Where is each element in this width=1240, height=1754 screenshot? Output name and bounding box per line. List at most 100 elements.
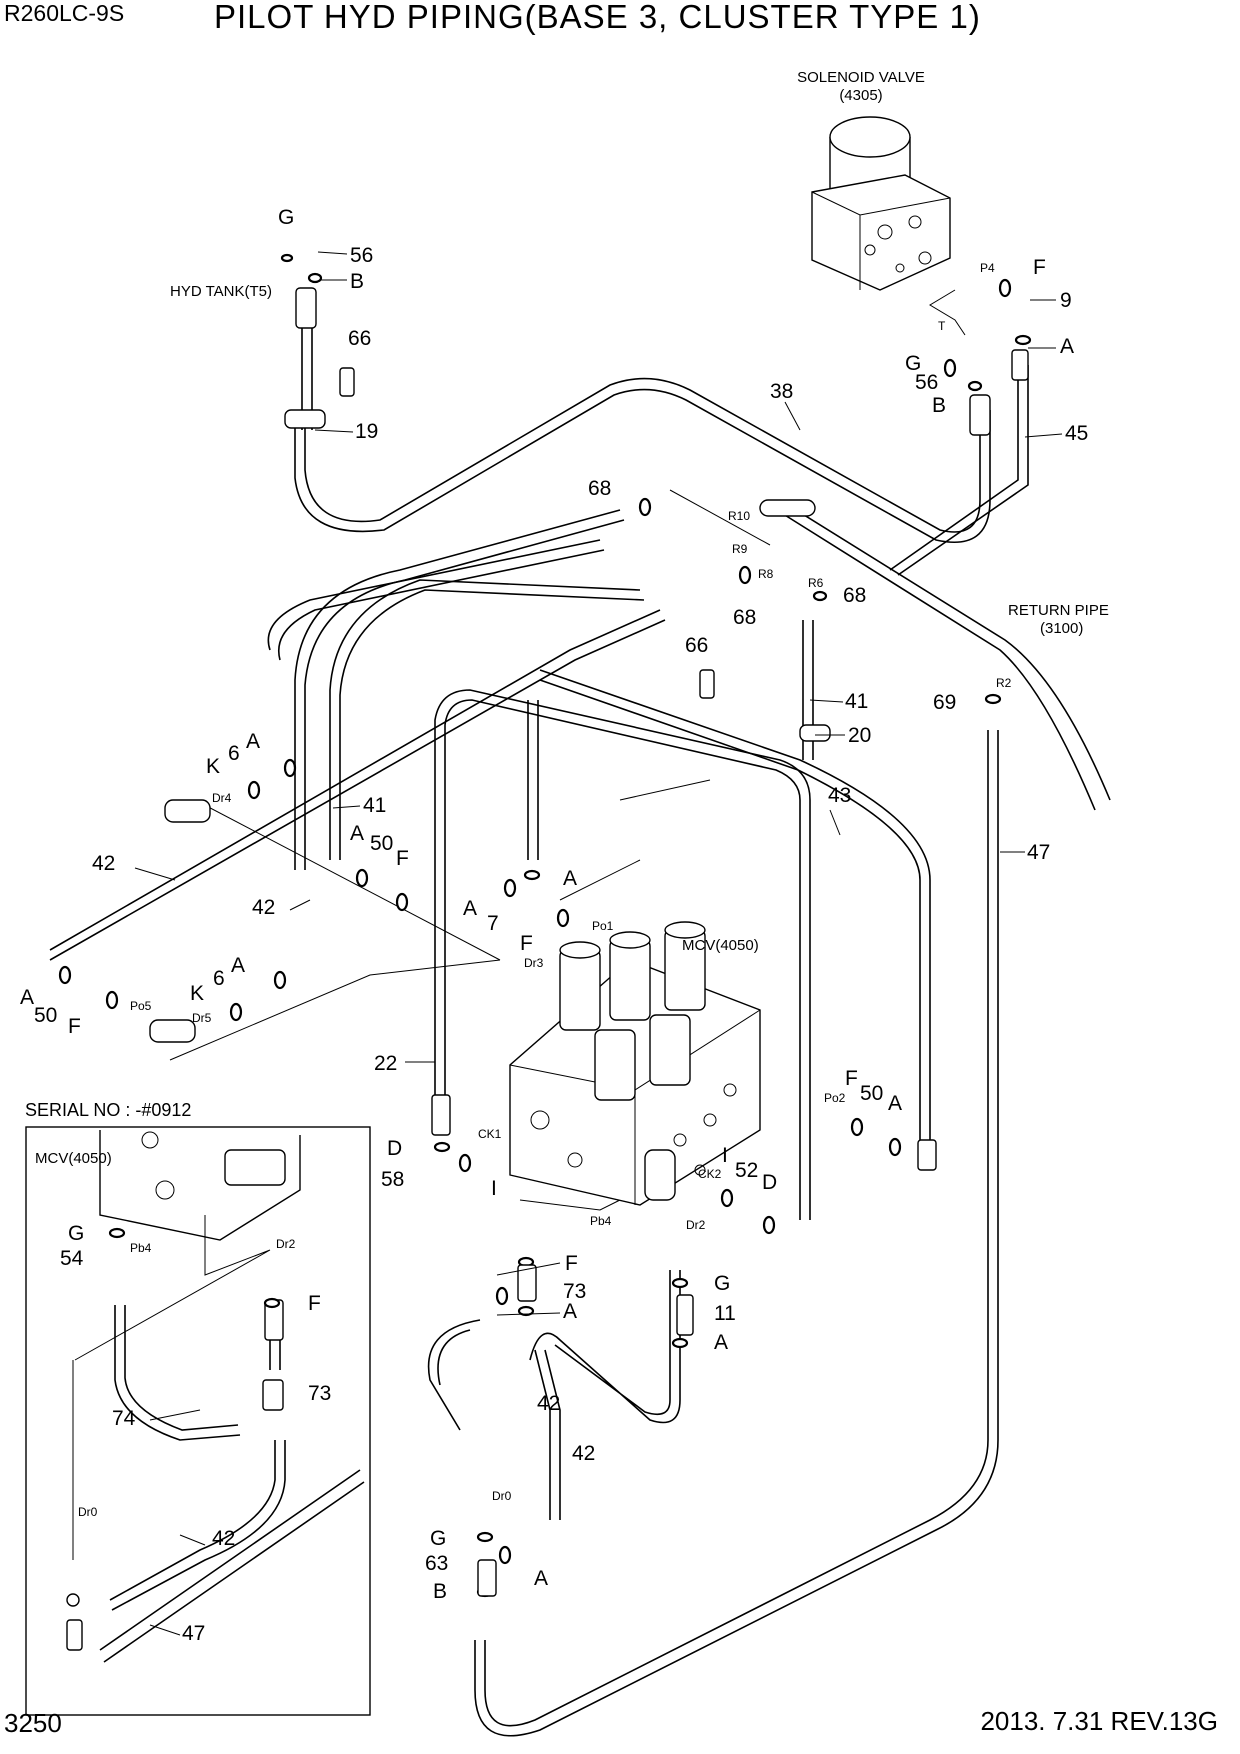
port-label: Dr3 [524,956,544,970]
port-label: R8 [758,567,774,581]
callout-label: B [932,394,946,417]
port-label: T [938,319,946,333]
solenoid-valve [811,116,951,291]
callout-label: I [491,1177,497,1200]
callout-label: 47 [1027,841,1050,864]
port-label: Dr0 [492,1489,512,1503]
callout-label: 68 [843,584,866,607]
callout-label: I [722,1144,728,1167]
mcv-valve-block [509,921,761,1206]
inset-detail [66,1130,365,1663]
solenoid-valve-label: SOLENOID VALVE [797,69,925,86]
callout-label: A [350,822,364,845]
port-label: R10 [728,509,750,523]
page-title: PILOT HYD PIPING(BASE 3, CLUSTER TYPE 1) [214,0,981,35]
callout-label: F [520,932,533,955]
callout-label: 11 [714,1302,736,1325]
callout-label: 6 [213,967,225,990]
port-label: Pb4 [590,1214,612,1228]
port-label: Po1 [592,919,614,933]
callout-label: 47 [182,1622,205,1645]
callout-label: 6 [228,742,240,765]
port-label: R2 [996,676,1012,690]
callout-label: 43 [828,784,851,807]
port-label: Dr0 [78,1505,98,1519]
callout-label: B [433,1580,447,1603]
mcv-label: MCV(4050) [682,937,759,954]
callout-label: 56 [350,244,373,267]
callout-label: D [762,1171,777,1194]
port-label: Dr4 [212,791,232,805]
callout-label: A [231,954,245,977]
callout-label: 69 [933,691,956,714]
callout-label: 45 [1065,422,1088,445]
inset-frame [25,1126,371,1716]
callout-label: 66 [685,634,708,657]
callout-label: A [888,1092,902,1115]
revision-date: 2013. 7.31 REV.13G [980,1706,1218,1736]
callout-label: G [714,1272,730,1295]
callout-label: G [68,1222,84,1245]
callout-label: 9 [1060,289,1072,312]
callout-label: F [565,1252,578,1275]
callout-label: F [396,847,409,870]
callout-label: 68 [733,606,756,629]
callout-label: 42 [212,1527,235,1550]
callout-label: 58 [381,1168,404,1191]
page-number: 3250 [4,1708,62,1738]
callout-label: A [20,986,34,1009]
port-label: Po2 [824,1091,846,1105]
callout-label: A [563,1300,577,1323]
callout-label: 74 [112,1407,136,1430]
callout-label: 66 [348,327,371,350]
callout-label: 63 [425,1552,448,1575]
callout-label: F [845,1067,858,1090]
callout-label: 50 [370,832,393,855]
callout-label: G [430,1527,446,1550]
callout-label: 38 [770,380,793,403]
callout-label: A [1060,335,1074,358]
port-label: R6 [808,576,824,590]
callout-label: 50 [860,1082,883,1105]
callout-label: G [278,206,294,229]
solenoid-valve-code: (4305) [839,87,882,104]
callout-label: 7 [487,912,499,935]
port-label: R9 [732,542,748,556]
callout-label: 42 [537,1392,560,1415]
port-label: CK1 [478,1127,502,1141]
callout-label: 54 [60,1247,84,1270]
callout-label: A [534,1567,548,1590]
callout-label: F [1033,256,1046,279]
callout-label: 52 [735,1159,758,1182]
callout-label: 42 [572,1442,595,1465]
return-pipe-label: RETURN PIPE [1008,602,1109,619]
callout-label: 42 [92,852,115,875]
callout-label: 50 [34,1004,57,1027]
callouts: G 56 B 66 19 F 9 A G 56 B 38 45 68 68 68… [20,206,1088,1645]
serial-number-label: SERIAL NO : -#0912 [25,1100,191,1120]
port-label: Pb4 [130,1241,152,1255]
pipes [49,289,1111,1737]
callout-label: A [714,1331,728,1354]
callout-label: A [463,897,477,920]
callout-label: 22 [374,1052,397,1075]
port-label: Dr2 [276,1237,296,1251]
hyd-tank-label: HYD TANK(T5) [170,283,272,300]
callout-label: A [563,867,577,890]
callout-label: 41 [363,794,386,817]
model-code: R260LC-9S [4,0,125,26]
callout-label: 41 [845,690,868,713]
callout-label: F [308,1292,321,1315]
callout-label: 68 [588,477,611,500]
callout-label: K [190,982,204,1005]
callout-label: K [206,755,220,778]
fittings [58,253,1032,1598]
return-pipe-code: (3100) [1040,620,1083,637]
port-label: Dr2 [686,1218,706,1232]
callout-label: F [68,1015,81,1038]
callout-label: 73 [563,1280,586,1303]
mcv-inset-label: MCV(4050) [35,1150,112,1167]
port-label: Dr5 [192,1011,212,1025]
callout-label: A [246,730,260,753]
